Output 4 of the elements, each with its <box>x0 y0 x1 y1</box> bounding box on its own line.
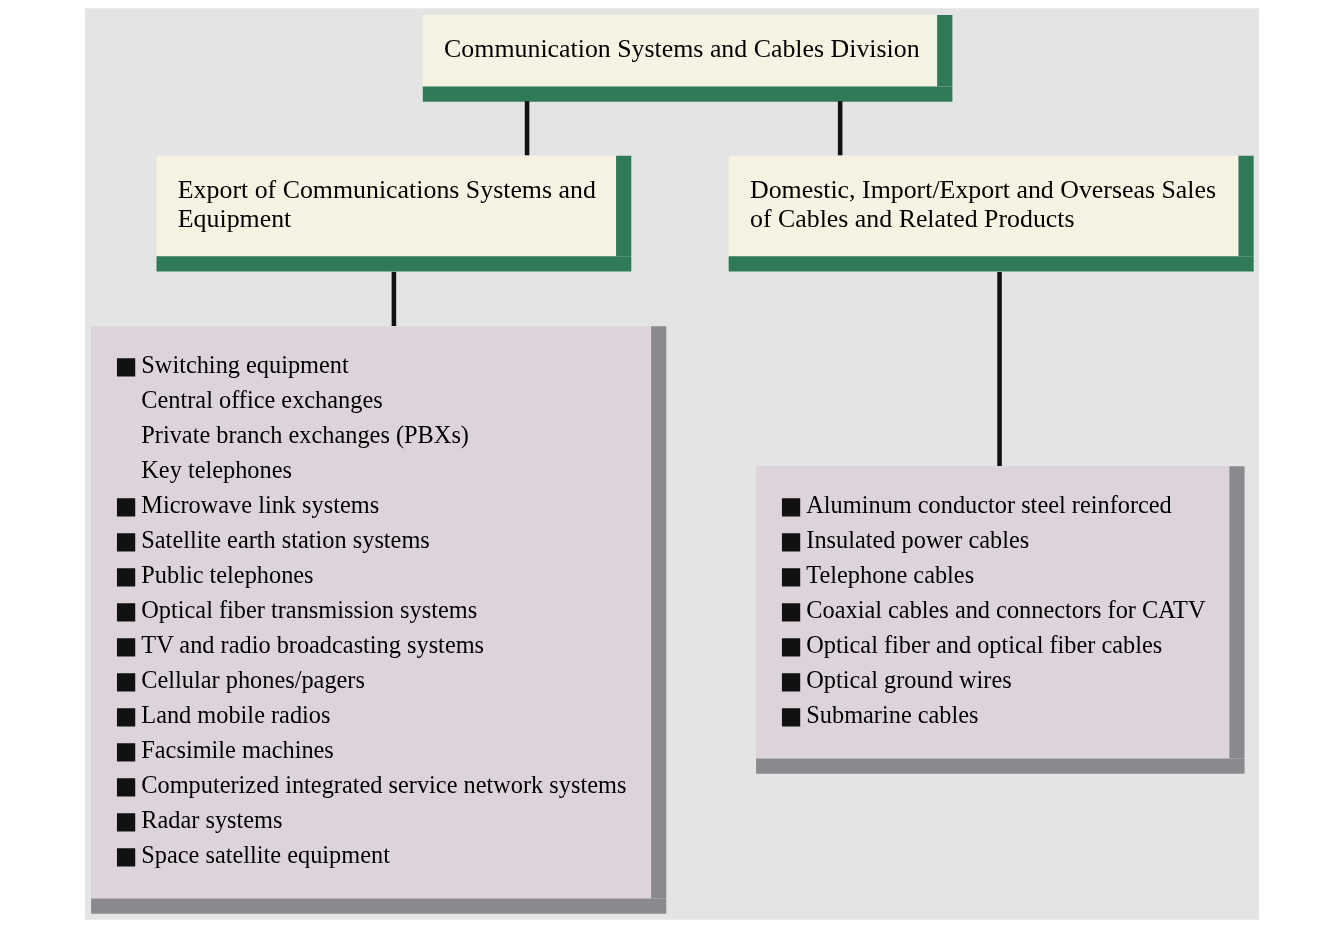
connector <box>837 101 843 156</box>
connector <box>997 271 1002 466</box>
connector <box>524 101 530 156</box>
connector <box>391 271 397 326</box>
